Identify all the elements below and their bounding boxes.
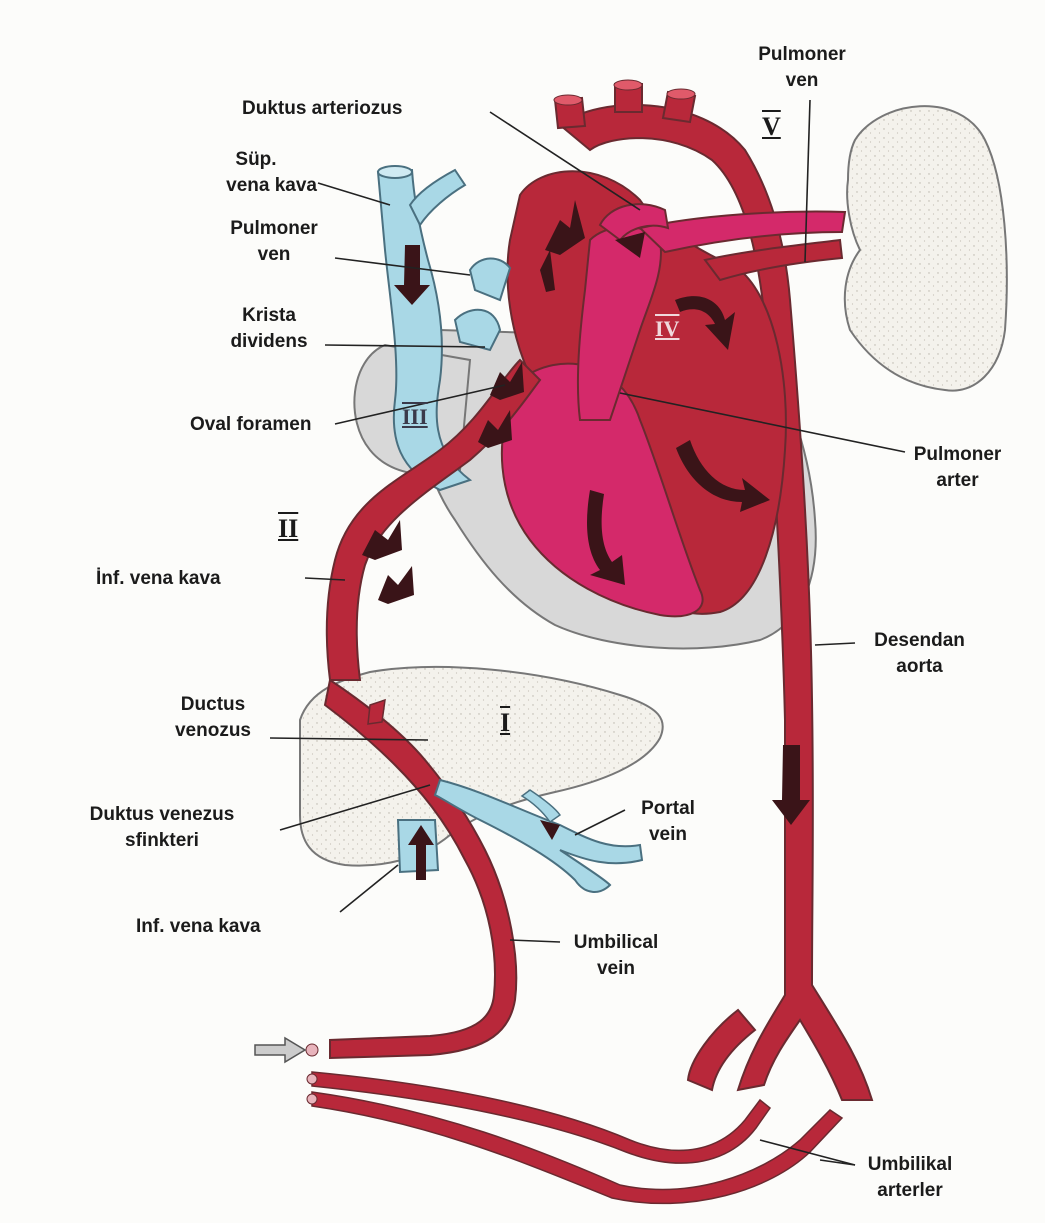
label-line: vein	[628, 822, 708, 848]
label-line: vein	[560, 956, 672, 982]
label-line: Süp.	[195, 147, 317, 173]
label-krista-dividens: Krista dividens	[214, 303, 324, 355]
label-line: ven	[752, 68, 852, 94]
label-text: Duktus arteriozus	[242, 98, 402, 119]
roman-numeral-ii: II	[278, 514, 298, 544]
label-duktus-arteriozus: Duktus arteriozus	[242, 96, 402, 122]
label-umbilical-vein: Umbilical vein	[560, 930, 672, 982]
roman-numeral-iii: III	[402, 404, 428, 430]
label-line: aorta	[862, 654, 977, 680]
label-line: Desendan	[862, 628, 977, 654]
label-line: Pulmoner	[214, 216, 334, 242]
label-line: Krista	[214, 303, 324, 329]
label-duktus-venezus-sfinkteri: Duktus venezus sfinkteri	[52, 802, 272, 854]
label-text: İnf. vena kava	[96, 568, 221, 589]
label-line: arterler	[850, 1178, 970, 1204]
label-inf-vena-kava-lower: Inf. vena kava	[136, 914, 261, 940]
label-text: Inf. vena kava	[136, 916, 261, 937]
umbilical-entry-arrow-icon	[255, 1038, 305, 1062]
roman-numeral-v: V	[762, 112, 781, 142]
label-sup-vena-kava: Süp. vena kava	[195, 147, 317, 199]
label-line: Umbilikal	[850, 1152, 970, 1178]
label-pulmoner-arter: Pulmoner arter	[905, 442, 1010, 494]
label-text: Oval foramen	[190, 414, 311, 435]
label-oval-foramen: Oval foramen	[190, 412, 311, 438]
roman-numeral-i: I	[500, 708, 510, 738]
label-inf-vena-kava-upper: İnf. vena kava	[96, 566, 221, 592]
label-line: Portal	[628, 796, 708, 822]
label-line: arter	[905, 468, 1010, 494]
label-ductus-venozus: Ductus venozus	[158, 692, 268, 744]
label-line: Umbilical	[560, 930, 672, 956]
label-line: Pulmoner	[905, 442, 1010, 468]
label-line: ven	[214, 242, 334, 268]
label-line: venozus	[158, 718, 268, 744]
pulmonary-vein-stub	[470, 258, 510, 300]
roman-numeral-iv: IV	[655, 316, 679, 342]
label-portal-vein: Portal vein	[628, 796, 708, 848]
label-line: Pulmoner	[752, 42, 852, 68]
label-umbilikal-arterler: Umbilikal arterler	[850, 1152, 970, 1204]
label-line: Duktus venezus	[52, 802, 272, 828]
label-line: Ductus	[158, 692, 268, 718]
svc-branch	[410, 170, 465, 225]
label-line: sfinkteri	[52, 828, 272, 854]
label-line: dividens	[214, 329, 324, 355]
label-line: vena kava	[195, 173, 317, 199]
label-pulmoner-ven-left: Pulmoner ven	[214, 216, 334, 268]
label-desendan-aorta: Desendan aorta	[862, 628, 977, 680]
label-pulmoner-ven-top: Pulmoner ven	[752, 42, 852, 94]
lung	[845, 106, 1007, 390]
